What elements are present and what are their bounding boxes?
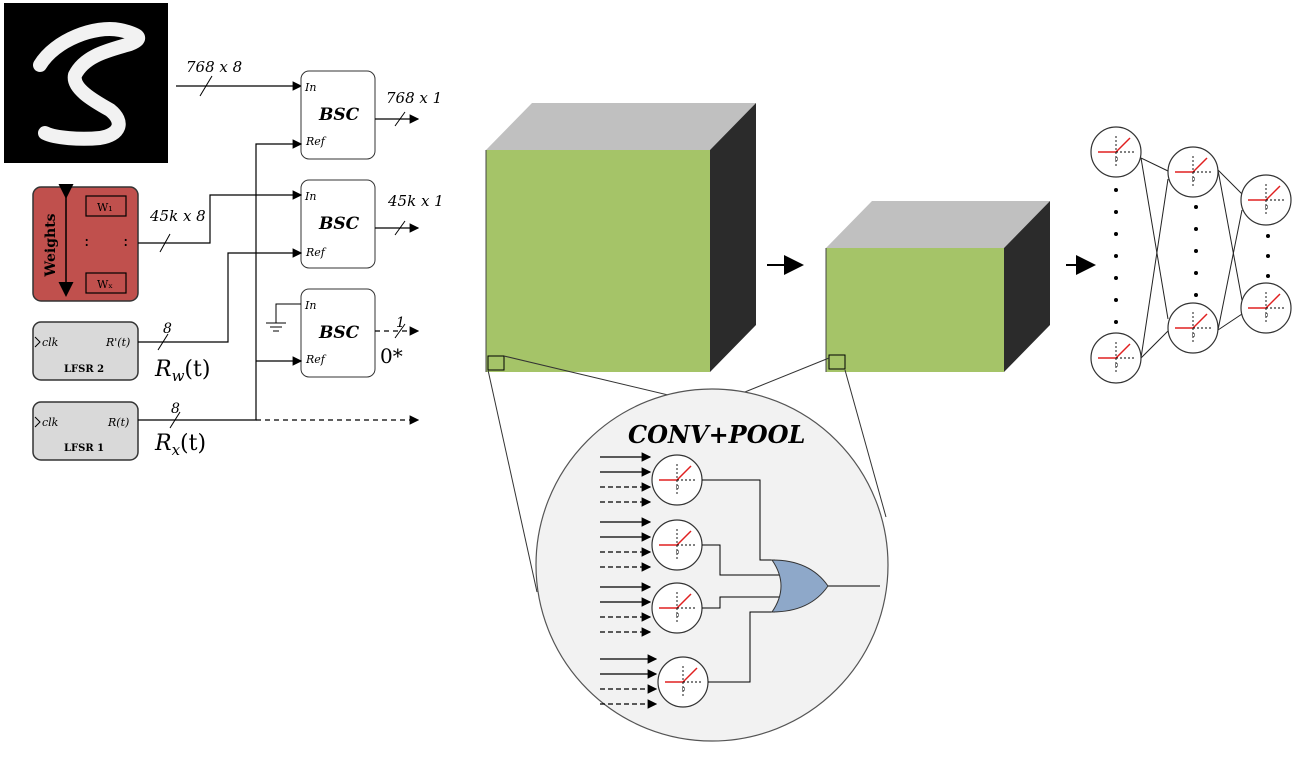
- lfsr2-signal-arg: (t): [184, 357, 210, 382]
- input-bus-label: 768 x 8: [186, 58, 242, 76]
- conv-neuron-group-1: [600, 452, 703, 507]
- lfsr2-out: R'(t): [105, 336, 130, 349]
- lfsr1-bus-width: 8: [171, 401, 180, 417]
- or-gate: [771, 559, 829, 613]
- bsc-in-label: In: [304, 81, 316, 94]
- lfsr2-bus: 8 Rw(t): [138, 248, 303, 385]
- input-digit-image: [4, 3, 168, 163]
- weights-bus-label: 45k x 8: [149, 207, 206, 225]
- conv-pool-detail: CONV+POOL: [535, 388, 889, 742]
- lfsr1-out: R(t): [107, 416, 129, 429]
- conv-neuron-group-3: [600, 582, 703, 637]
- lfsr1-block: clk R(t) LFSR 1: [32, 401, 139, 461]
- conv-pool-title: CONV+POOL: [628, 420, 805, 449]
- feature-map-cube-large: [485, 103, 756, 372]
- lfsr2-block: clk R'(t) LFSR 2: [32, 321, 139, 381]
- weight-dots-left: :: [84, 231, 89, 250]
- lfsr2-name: LFSR 2: [64, 364, 104, 375]
- bsc-title: BSC: [318, 214, 360, 234]
- weight-w1: W₁: [97, 201, 113, 214]
- weight-dots-right: :: [123, 231, 128, 250]
- fc-neuron-l1-bottom: [1090, 332, 1142, 384]
- input-bus: 768 x 8: [176, 58, 303, 97]
- fc-neuron-l3-bottom: [1240, 282, 1292, 334]
- bsc-title: BSC: [318, 323, 360, 343]
- lfsr1-signal-arg: (t): [180, 431, 206, 456]
- lfsr1-clk: clk: [42, 416, 59, 429]
- conv-neuron-group-4: [600, 654, 709, 709]
- weights-bus: 45k x 8: [138, 190, 303, 253]
- lfsr1-signal-base: R: [154, 431, 172, 456]
- bsc-block-2: In BSC Ref 45k x 1: [300, 179, 444, 269]
- weights-title: Weights: [43, 213, 59, 277]
- fc-neuron-l3-top: [1240, 174, 1292, 226]
- bsc-ref-label: Ref: [305, 135, 327, 148]
- fc-neuron-l1-top: [1090, 126, 1142, 178]
- bsc-in-label: In: [304, 190, 316, 203]
- bsc-title: BSC: [318, 105, 360, 125]
- weight-wx: Wₓ: [97, 278, 113, 291]
- lfsr1-bus: 8 Rx(t): [138, 139, 420, 459]
- bsc-block-3: In BSC Ref 1 0*: [266, 288, 420, 378]
- bsc-out-value: 0*: [380, 344, 403, 368]
- lfsr2-signal-sub: w: [172, 367, 185, 385]
- lfsr1-signal-sub: x: [172, 441, 181, 459]
- lfsr2-signal: Rw(t): [154, 357, 210, 385]
- bsc-out-label: 768 x 1: [386, 89, 442, 107]
- feature-map-cube-small: [825, 201, 1050, 372]
- lfsr1-signal: Rx(t): [154, 431, 206, 459]
- lfsr2-clk: clk: [42, 336, 59, 349]
- lfsr2-bus-width: 8: [163, 321, 172, 337]
- lfsr2-signal-base: R: [154, 357, 172, 382]
- bsc-out-label: 45k x 1: [387, 192, 444, 210]
- bsc-block-1: In BSC Ref 768 x 1: [300, 70, 442, 160]
- bsc-in-label: In: [304, 299, 316, 312]
- bsc-ref-label: Ref: [305, 353, 327, 366]
- conv-neuron-group-2: [600, 517, 703, 572]
- weights-block: Weights W₁ : : Wₓ: [32, 184, 139, 302]
- bsc-out-label: 1: [396, 315, 405, 331]
- fully-connected-network: [1090, 126, 1292, 384]
- fc-neuron-l2-bottom: [1167, 302, 1219, 354]
- bsc-ref-label: Ref: [305, 246, 327, 259]
- fc-neuron-l2-top: [1167, 146, 1219, 198]
- lfsr1-name: LFSR 1: [64, 443, 104, 454]
- fc-ellipsis-dots: [1114, 188, 1270, 324]
